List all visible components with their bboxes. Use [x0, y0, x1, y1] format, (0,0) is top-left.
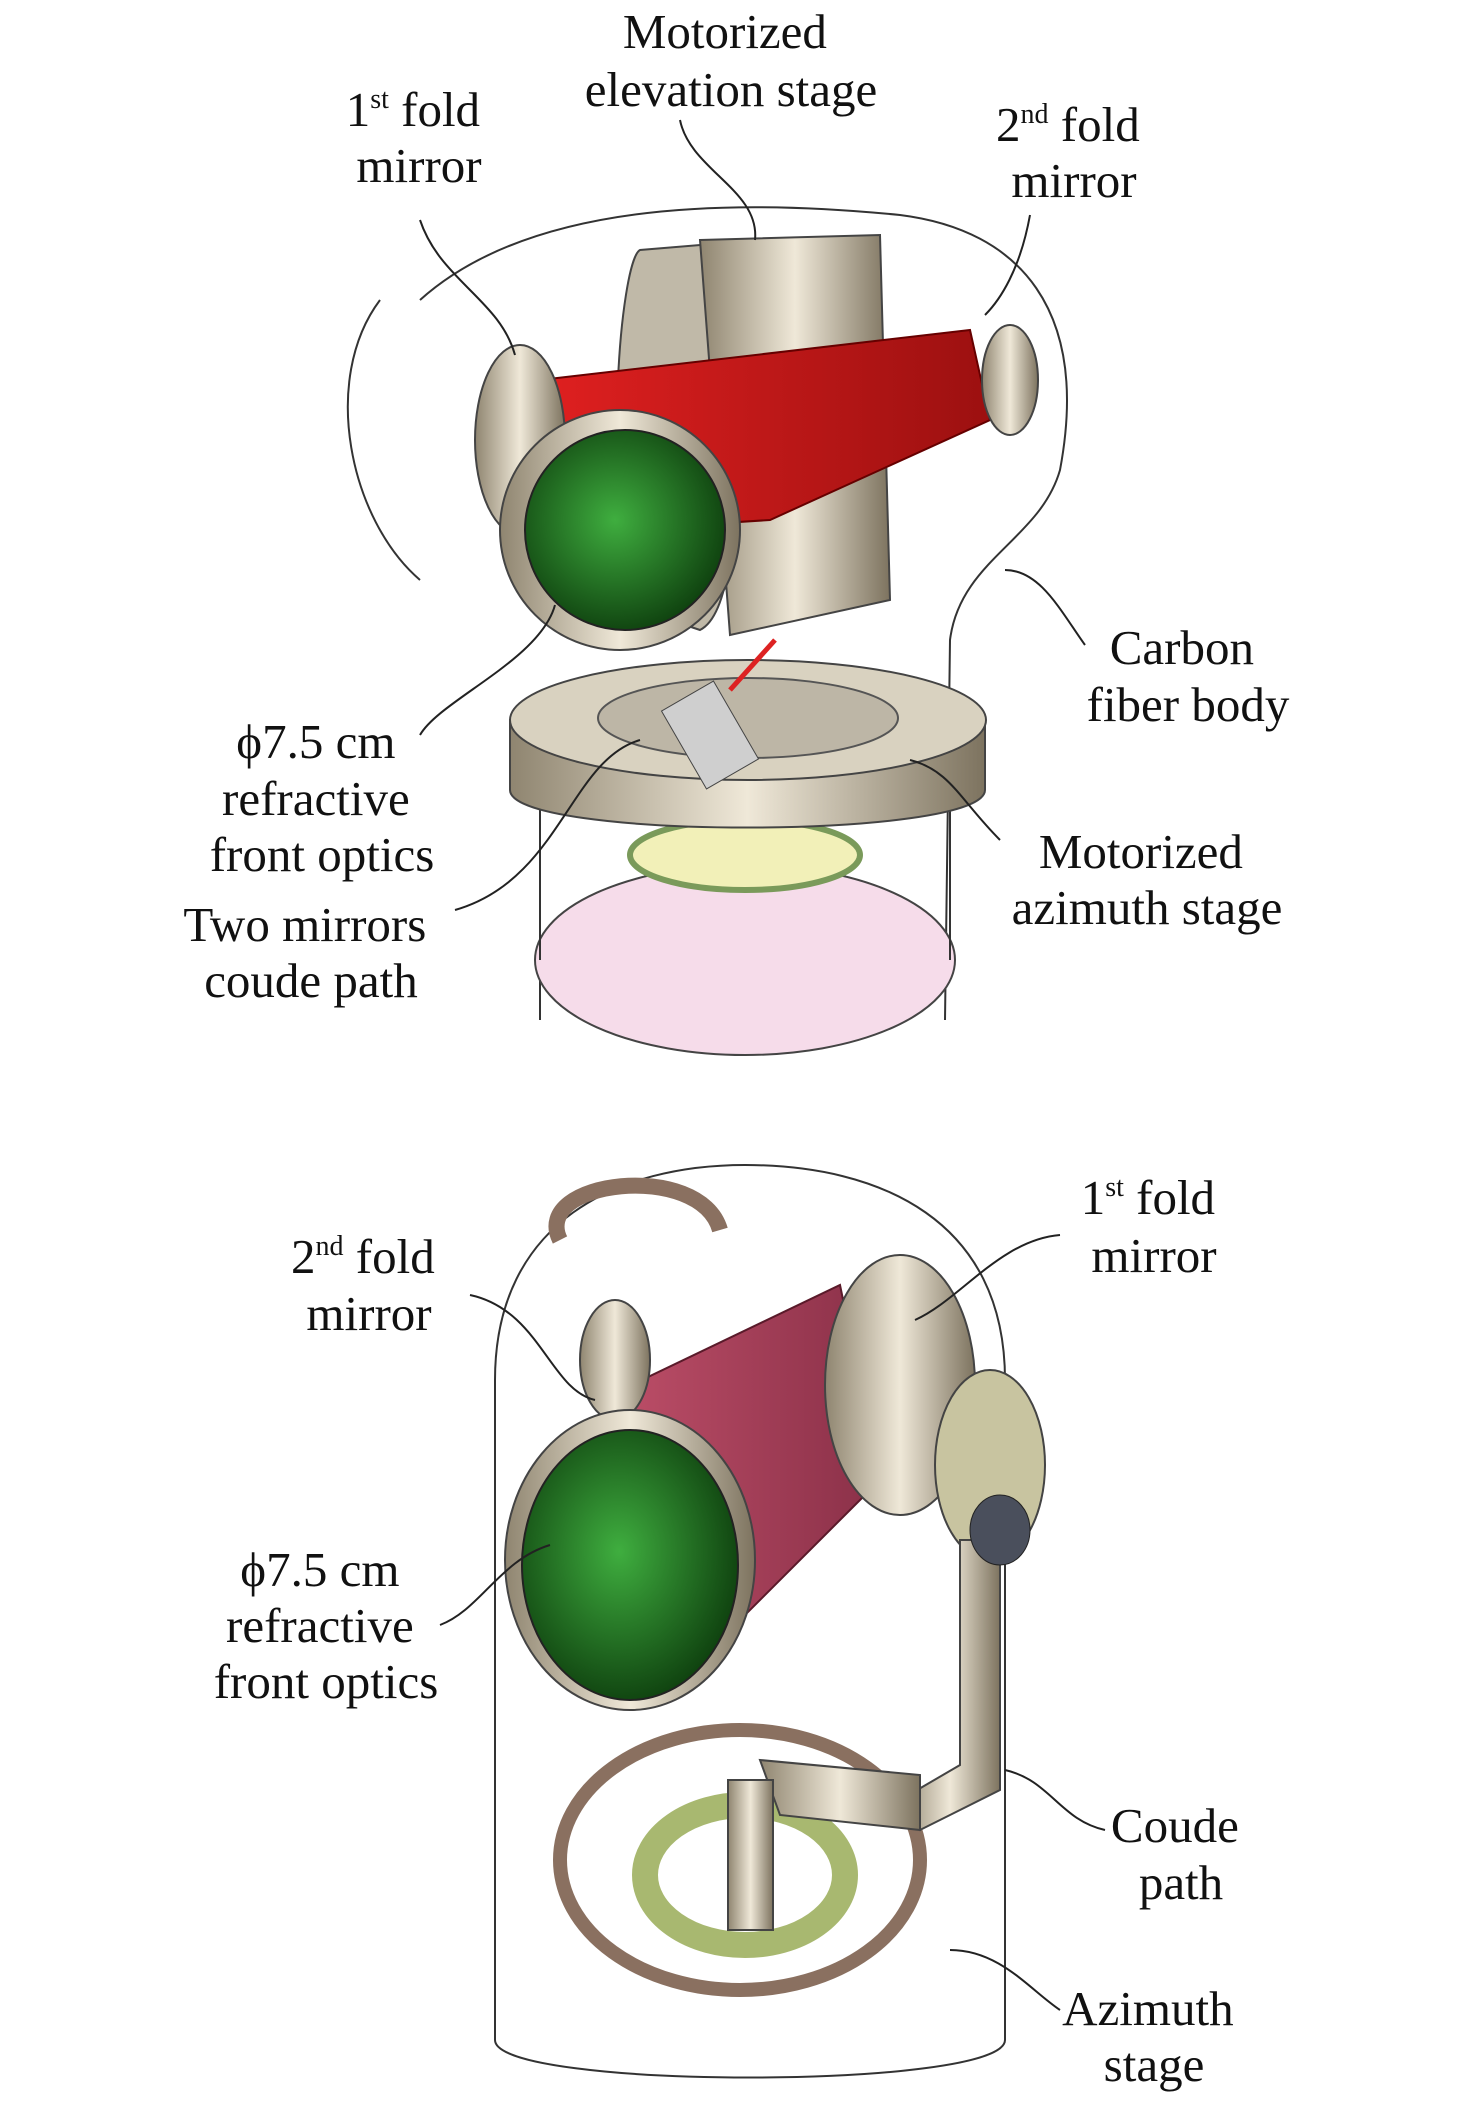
azimuth-ring: [553, 1723, 927, 1997]
coude-tube: [660, 680, 760, 790]
label-carbon-fiber-body: Carbon fiber body: [1087, 620, 1290, 732]
leader-second-fold: [984, 214, 1031, 316]
label-elevation-stage: Motorized elevation stage: [585, 4, 878, 117]
front-optics-lens-bottom: [521, 1429, 739, 1701]
leader-coude-bottom: [1004, 1769, 1106, 1831]
label-azimuth-stage-top: Motorized azimuth stage: [1012, 824, 1283, 935]
label-front-optics-bottom: ϕ7.5 cm refractive front optics: [214, 1542, 439, 1709]
leader-front-optics: [419, 604, 556, 736]
front-optics-lens: [524, 429, 726, 631]
label-coude-path-top: Two mirrors coude path: [183, 897, 438, 1008]
leader-coude: [454, 739, 641, 911]
leader-azimuth-bottom: [949, 1949, 1061, 2011]
label-first-fold-mirror-bottom: 1st fold mirror: [1081, 1170, 1228, 1283]
leader-first-fold-bottom: [914, 1234, 1061, 1321]
label-coude-path-bottom: Coude path: [1111, 1798, 1251, 1910]
carbon-fiber-body-outline-bottom: [494, 1163, 1006, 2079]
second-fold-mirror-mount: [981, 324, 1039, 436]
leader-front-optics-bottom: [439, 1544, 551, 1626]
azimuth-ring-yellow: [627, 817, 863, 893]
bottom-assembly: [494, 1163, 1046, 2079]
label-azimuth-stage-bottom: Azimuth stage: [1062, 1981, 1246, 2092]
base-plate: [534, 864, 956, 1056]
leader-azimuth: [909, 759, 1001, 841]
leader-first-fold: [419, 219, 516, 356]
label-first-fold-mirror-top: 1st fold mirror: [346, 82, 493, 193]
leader-carbon: [1004, 569, 1086, 646]
second-fold-mirror-mount-bottom: [579, 1299, 651, 1421]
label-second-fold-mirror-bottom: 2nd fold mirror: [291, 1229, 447, 1341]
label-front-optics-top: ϕ7.5 cm refractive front optics: [210, 714, 435, 882]
leader-elevation: [679, 119, 757, 241]
top-assembly: [346, 206, 1068, 1056]
label-second-fold-mirror-top: 2nd fold mirror: [996, 97, 1152, 208]
leader-second-fold-bottom: [469, 1294, 596, 1401]
elevation-ring-back: [548, 1177, 728, 1244]
